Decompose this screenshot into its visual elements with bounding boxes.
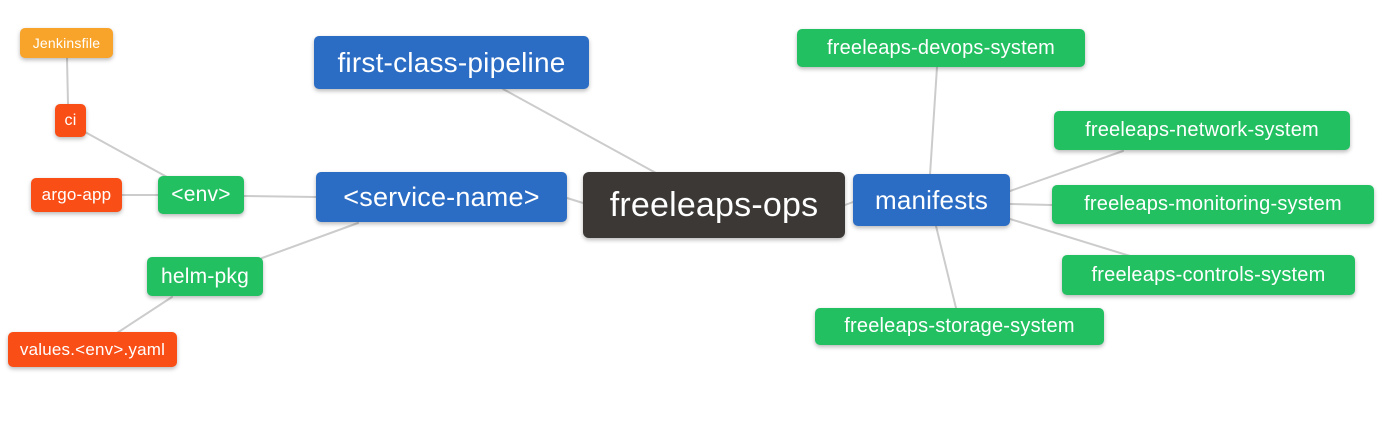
node-manifests[interactable]: manifests xyxy=(853,174,1010,226)
edge-values-helm-pkg xyxy=(116,296,173,334)
node-freeleaps-monitoring-system[interactable]: freeleaps-monitoring-system xyxy=(1052,185,1374,224)
node-freeleaps-controls-system[interactable]: freeleaps-controls-system xyxy=(1062,255,1355,295)
edge-jenkinsfile-ci xyxy=(66,57,69,105)
node-jenkinsfile[interactable]: Jenkinsfile xyxy=(20,28,113,58)
node-freeleaps-network-system[interactable]: freeleaps-network-system xyxy=(1054,111,1350,150)
edge-manifests-devops xyxy=(929,66,938,176)
edge-helm-pkg-service-name xyxy=(261,222,359,259)
node-ci[interactable]: ci xyxy=(55,104,86,137)
node-argo-app[interactable]: argo-app xyxy=(31,178,122,212)
edge-env-service-name xyxy=(243,195,317,198)
edge-root-manifests xyxy=(844,201,854,206)
node-service-name[interactable]: <service-name> xyxy=(316,172,567,222)
node-first-class-pipeline[interactable]: first-class-pipeline xyxy=(314,36,589,89)
edge-pipeline-root xyxy=(502,88,657,174)
node-freeleaps-ops[interactable]: freeleaps-ops xyxy=(583,172,845,238)
node-values-env-yaml[interactable]: values.<env>.yaml xyxy=(8,332,177,367)
node-freeleaps-devops-system[interactable]: freeleaps-devops-system xyxy=(797,29,1085,67)
edge-manifests-monitoring xyxy=(1009,203,1053,206)
edge-service-name-root xyxy=(566,197,584,204)
edge-manifests-storage xyxy=(935,225,957,309)
edge-manifests-controls xyxy=(1009,218,1131,257)
edge-ci-env xyxy=(84,131,168,178)
node-helm-pkg[interactable]: helm-pkg xyxy=(147,257,263,296)
node-env[interactable]: <env> xyxy=(158,176,244,214)
node-freeleaps-storage-system[interactable]: freeleaps-storage-system xyxy=(815,308,1104,345)
edge-manifests-network xyxy=(1009,150,1124,192)
